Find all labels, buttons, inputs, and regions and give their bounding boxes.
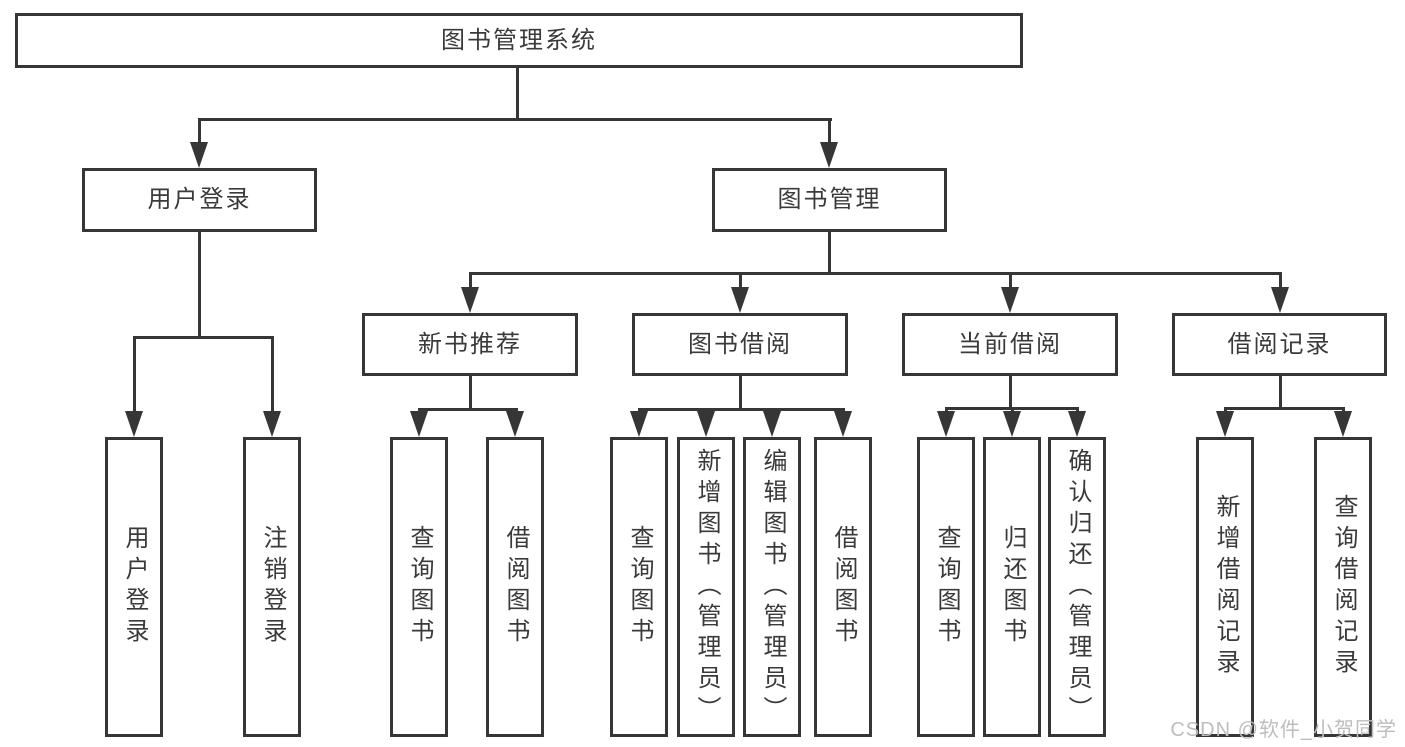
node-new-book-recommendation: 新书推荐: [362, 313, 578, 376]
connector-line: [418, 408, 518, 411]
arrow-down-icon: [630, 411, 648, 437]
connector-line: [828, 232, 831, 272]
connector-line: [133, 336, 274, 339]
connector-line: [469, 272, 1282, 275]
connector-line: [739, 272, 742, 290]
leaf-logout: 注销登录: [243, 437, 301, 737]
leaf-borrowing-add-books-admin: 新增图书（管理员）: [677, 437, 735, 737]
arrow-down-icon: [834, 411, 852, 437]
arrow-down-icon: [763, 411, 781, 437]
node-library-system: 图书管理系统: [15, 13, 1023, 68]
arrow-down-icon: [1216, 411, 1234, 437]
connector-line: [638, 408, 845, 411]
arrow-down-icon: [1271, 287, 1289, 313]
arrow-down-icon: [1334, 411, 1352, 437]
arrow-down-icon: [461, 287, 479, 313]
node-current-borrowing: 当前借阅: [902, 313, 1118, 376]
arrow-down-icon: [125, 411, 143, 437]
arrow-down-icon: [697, 411, 715, 437]
arrow-down-icon: [1068, 411, 1086, 437]
arrow-down-icon: [1003, 411, 1021, 437]
connector-line: [1009, 272, 1012, 290]
arrow-down-icon: [1001, 287, 1019, 313]
connector-line: [1009, 376, 1012, 407]
watermark: CSDN @软件_小贺同学: [1170, 719, 1397, 741]
connector-line: [1279, 376, 1282, 407]
connector-line: [1224, 407, 1227, 414]
arrow-down-icon: [820, 142, 838, 168]
arrow-down-icon: [263, 411, 281, 437]
leaf-current-confirm-return-admin: 确认归还（管理员）: [1048, 437, 1106, 737]
node-book-management: 图书管理: [712, 168, 947, 232]
connector-line: [516, 68, 519, 118]
connector-line: [945, 407, 948, 414]
leaf-current-query-books: 查询图书: [917, 437, 975, 737]
leaf-borrowing-borrow-books: 借阅图书: [814, 437, 872, 737]
leaf-user-login: 用户登录: [105, 437, 163, 737]
connector-line: [198, 232, 201, 336]
node-user-login: 用户登录: [82, 168, 317, 232]
leaf-records-query-borrow-record: 查询借阅记录: [1314, 437, 1372, 737]
connector-line: [1076, 407, 1079, 414]
arrow-down-icon: [506, 411, 524, 437]
connector-line: [1011, 407, 1014, 414]
leaf-current-return-books: 归还图书: [983, 437, 1041, 737]
connector-line: [198, 118, 832, 121]
arrow-down-icon: [937, 411, 955, 437]
connector-line: [198, 118, 201, 146]
arrow-down-icon: [731, 287, 749, 313]
connector-line: [133, 336, 136, 414]
connector-line: [1224, 407, 1345, 410]
connector-line: [469, 376, 472, 408]
leaf-borrowing-edit-books-admin: 编辑图书（管理员）: [743, 437, 801, 737]
leaf-borrowing-query-books: 查询图书: [610, 437, 668, 737]
node-borrowing-records: 借阅记录: [1172, 313, 1387, 376]
connector-line: [271, 336, 274, 414]
connector-line: [828, 118, 831, 146]
arrow-down-icon: [410, 411, 428, 437]
leaf-recommend-borrow-books: 借阅图书: [486, 437, 544, 737]
connector-line: [1342, 407, 1345, 414]
arrow-down-icon: [190, 142, 208, 168]
leaf-records-add-borrow-record: 新增借阅记录: [1196, 437, 1254, 737]
connector-line: [1279, 272, 1282, 290]
node-book-borrowing: 图书借阅: [632, 313, 848, 376]
leaf-recommend-query-books: 查询图书: [390, 437, 448, 737]
connector-line: [739, 376, 742, 408]
connector-line: [469, 272, 472, 290]
